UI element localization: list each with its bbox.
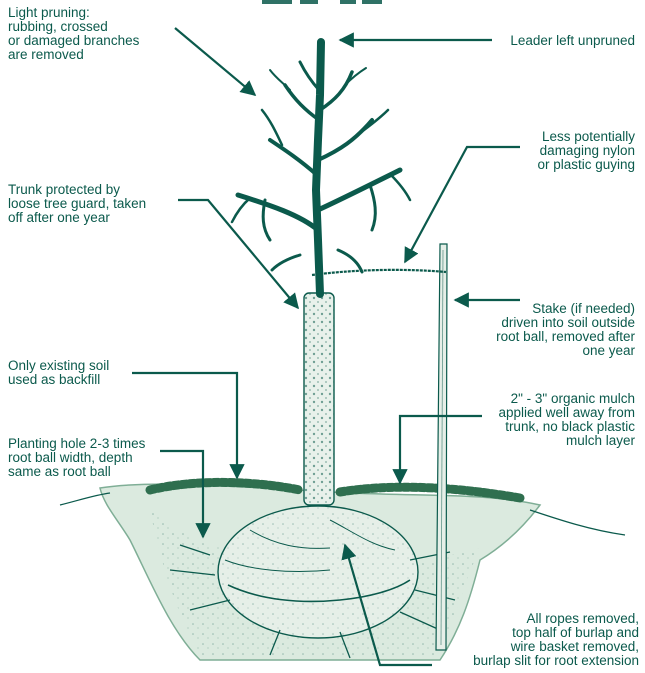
label-planting-hole: Planting hole 2-3 times root ball width,… xyxy=(8,437,145,479)
callout-backfill xyxy=(132,373,237,478)
label-mulch: 2" - 3" organic mulch applied well away … xyxy=(498,392,635,448)
label-light-pruning: Light pruning: rubbing, crossed or damag… xyxy=(8,6,139,62)
stake xyxy=(436,244,447,650)
guying-line xyxy=(312,270,446,275)
tree-guard xyxy=(304,293,334,505)
label-trunk-guard: Trunk protected by loose tree guard, tak… xyxy=(8,183,146,225)
tree-crown xyxy=(232,42,410,294)
label-backfill: Only existing soil used as backfill xyxy=(8,359,109,387)
title-fragment xyxy=(262,0,382,4)
callout-trunk-guard xyxy=(178,200,298,308)
label-guying: Less potentially damaging nylon or plast… xyxy=(537,130,635,172)
callout-guying xyxy=(405,147,520,262)
label-leader: Leader left unpruned xyxy=(510,34,635,48)
callout-light-pruning xyxy=(175,28,255,95)
label-ropes: All ropes removed, top half of burlap an… xyxy=(473,612,639,668)
label-stake: Stake (if needed) driven into soil outsi… xyxy=(496,302,635,358)
